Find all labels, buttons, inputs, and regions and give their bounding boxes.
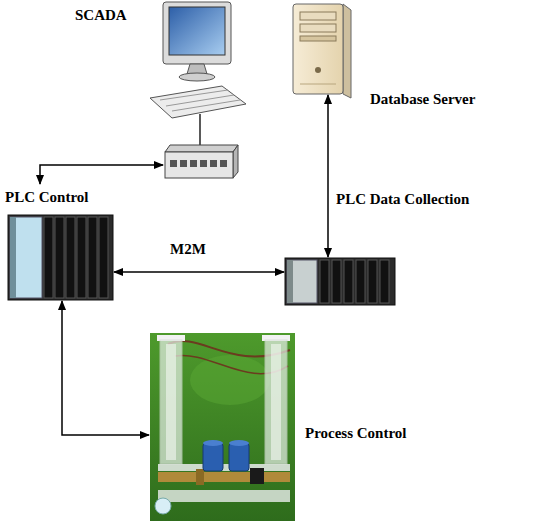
plc-rack bbox=[285, 258, 395, 305]
network-switch bbox=[165, 145, 238, 178]
process-rig-photo bbox=[150, 333, 295, 521]
node-label: PLC Control bbox=[5, 188, 88, 206]
plc-rack bbox=[8, 215, 113, 300]
scada-station: SCADA bbox=[70, 0, 242, 184]
connector-arrow bbox=[62, 301, 149, 435]
connector-arrow bbox=[40, 165, 163, 184]
database-server: Database Server bbox=[288, 2, 542, 114]
network-cable bbox=[199, 114, 200, 146]
node-label: Process Control bbox=[305, 424, 407, 442]
connector-arrow bbox=[327, 95, 329, 257]
plc-control: PLC Control bbox=[3, 186, 117, 302]
computer-icon bbox=[150, 2, 246, 118]
plc-data-collection: PLC Data Collection bbox=[283, 188, 540, 308]
connector-arrow bbox=[114, 271, 284, 273]
server-icon bbox=[293, 4, 351, 98]
edge-label-holder: M2M bbox=[168, 240, 208, 258]
node-label: Database Server bbox=[370, 90, 475, 108]
node-label: PLC Data Collection bbox=[336, 190, 469, 208]
edge-label: M2M bbox=[168, 240, 208, 258]
process-control: Process Control bbox=[148, 330, 424, 521]
node-label: SCADA bbox=[75, 6, 127, 24]
